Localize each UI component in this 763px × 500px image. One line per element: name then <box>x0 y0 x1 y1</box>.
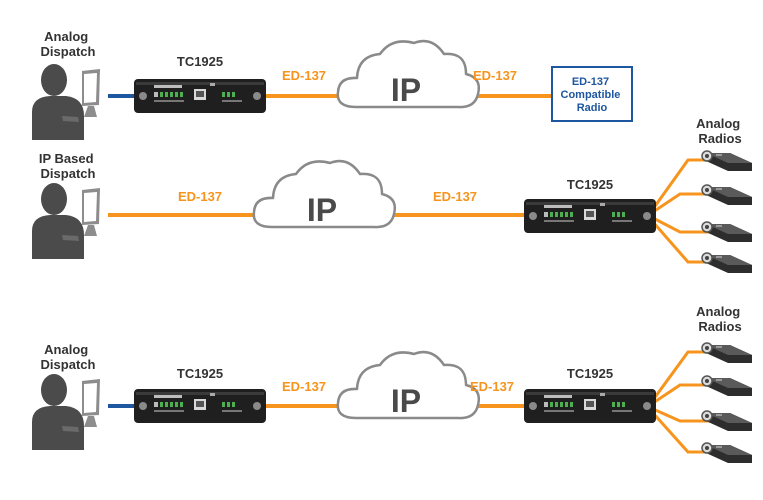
row2-device-label: TC1925 <box>567 177 613 192</box>
row2-radio-links <box>651 158 712 264</box>
row2-analog-radio-icon-1 <box>701 150 753 172</box>
row2-analog-radio-icon-4 <box>701 252 753 274</box>
row3-ed137-label-right: ED-137 <box>470 379 514 394</box>
row3-device-label-left: TC1925 <box>177 366 223 381</box>
row3-cloud-label: IP <box>391 383 421 419</box>
row3-radios-label: Analog Radios <box>696 304 744 334</box>
row3-tc1925-device-icon-left <box>134 389 266 423</box>
row3-device-label-right: TC1925 <box>567 366 613 381</box>
row1-radio-box <box>551 66 633 122</box>
row1-tc1925-device-icon <box>134 79 266 113</box>
row1-dispatcher-icon <box>32 64 100 140</box>
row1-dispatch-label: Analog Dispatch <box>41 29 96 59</box>
row3-analog-radio-icon-3 <box>701 410 753 432</box>
row2-dispatch-label: IP Based Dispatch <box>39 151 97 181</box>
row2-tc1925-device-icon <box>524 199 656 233</box>
row2-ed137-label-left: ED-137 <box>178 189 222 204</box>
row3-analog-radio-icon-4 <box>701 442 753 464</box>
row1-cloud-label: IP <box>391 72 421 108</box>
row3-tc1925-device-icon-right <box>524 389 656 423</box>
row2-dispatcher-icon <box>32 183 100 259</box>
row3: Analog Dispatch TC1925 ED-137 IP ED-137 … <box>32 304 753 464</box>
row3-analog-radio-icon-2 <box>701 375 753 397</box>
row1-radio-box-label: ED-137 Compatible Radio <box>561 76 624 114</box>
row2-radios-label: Analog Radios <box>696 116 744 146</box>
row2: IP Based Dispatch ED-137 IP ED-137 TC192… <box>32 116 753 274</box>
row2-analog-radio-icon-2 <box>701 184 753 206</box>
row2-ed137-label-right: ED-137 <box>433 189 477 204</box>
row1-ed137-label-right: ED-137 <box>473 68 517 83</box>
row3-ed137-label-left: ED-137 <box>282 379 326 394</box>
row3-analog-radio-icon-1 <box>701 342 753 364</box>
row2-cloud-label: IP <box>307 192 337 228</box>
row1-ed137-label-left: ED-137 <box>282 68 326 83</box>
row2-analog-radio-icon-3 <box>701 221 753 243</box>
row3-dispatcher-icon <box>32 374 100 450</box>
row1-device-label: TC1925 <box>177 54 223 69</box>
row3-radio-links <box>651 350 712 454</box>
row1: Analog Dispatch TC1925 ED-137 IP ED-137 … <box>32 29 633 140</box>
row3-dispatch-label: Analog Dispatch <box>41 342 96 372</box>
